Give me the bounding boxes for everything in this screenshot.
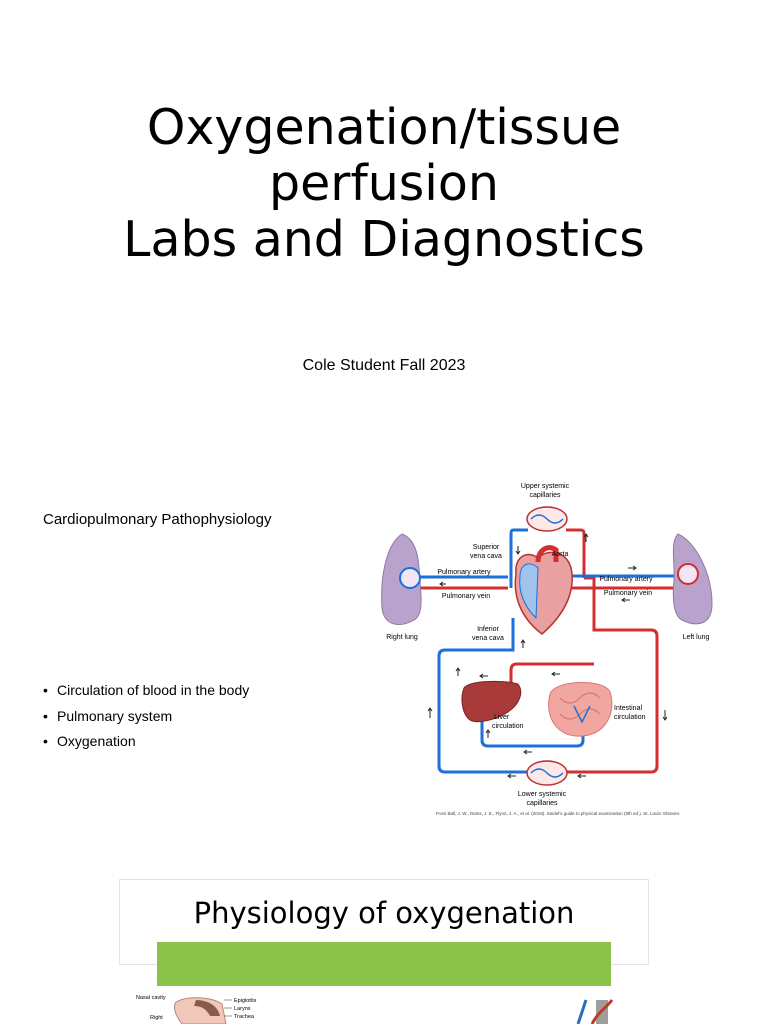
right-lung-label: Right lung	[386, 634, 418, 641]
airway-anatomy-image: Nasal cavity Right Epiglottis Larynx Tra…	[136, 995, 257, 1024]
slide-title: Physiology of oxygenation	[193, 896, 575, 930]
list-item: • Oxygenation	[43, 733, 249, 759]
superior-vena-cava-label: vena cava	[470, 553, 502, 560]
circulation-slide: Cardiopulmonary Pathophysiology • Circula…	[0, 460, 768, 860]
head-shape	[173, 997, 227, 1024]
hepatic-artery-vessel	[509, 662, 594, 684]
title-line-2: perfusion	[269, 155, 499, 212]
slide-heading: Cardiopulmonary Pathophysiology	[43, 511, 272, 528]
bullet-text: Oxygenation	[57, 733, 136, 749]
title-line-1: Oxygenation/tissue	[146, 99, 622, 156]
intestine-vessels	[573, 705, 591, 724]
upper-venous-vessel	[509, 528, 528, 588]
title-line-3: Labs and Diagnostics	[123, 211, 645, 268]
flow-arrows	[427, 533, 668, 779]
circulation-diagram: Upper systemic capillaries Superior vena…	[381, 483, 713, 816]
superior-vena-cava-label: Superior	[473, 544, 500, 551]
bullet-text: Pulmonary system	[57, 707, 173, 724]
right-label: Right	[150, 1015, 163, 1021]
inferior-vena-cava-label: Inferior	[477, 626, 499, 633]
author-subtitle: Cole Student Fall 2023	[302, 357, 466, 374]
pulmonary-vein-label: Pulmonary vein	[604, 590, 652, 597]
aortic-arch	[535, 545, 559, 563]
accent-bar	[157, 942, 611, 986]
upper-capillary-mesh	[530, 514, 564, 524]
nasal-cavity-label: Nasal cavity	[136, 995, 166, 1001]
physiology-slide: Physiology of oxygenation Nasal cavity R…	[0, 860, 768, 1024]
pulmonary-artery-label: Pulmonary artery	[599, 576, 653, 583]
aorta-label: Aorta	[552, 551, 569, 558]
bullet-icon: •	[43, 682, 48, 698]
lower-arterial-vessel	[566, 576, 659, 774]
upper-capillaries-label: Upper systemic	[521, 483, 570, 490]
trachea-label: Trachea	[234, 1014, 255, 1020]
pulmonary-artery-label: Pulmonary artery	[437, 569, 491, 576]
right-lung-capillary	[399, 567, 421, 589]
diagram-citation: From Ball, J. W., Dains, J. E., Flynn, J…	[436, 811, 680, 816]
upper-capillaries-label: capillaries	[529, 492, 561, 499]
lower-capillaries-label: capillaries	[526, 800, 558, 807]
lower-capillaries-label: Lower systemic	[518, 791, 567, 798]
liver	[461, 680, 522, 723]
intestinal-circulation-label: Intestinal	[614, 705, 642, 712]
bullet-icon: •	[43, 733, 48, 749]
title-slide: Oxygenation/tissue perfusion Labs and Di…	[0, 0, 768, 460]
lower-capillary-mesh	[530, 768, 564, 778]
epiglottis-label: Epiglottis	[234, 998, 257, 1004]
pulmonary-vein-label: Pulmonary vein	[442, 593, 490, 600]
bullet-icon: •	[43, 707, 48, 724]
liver-circulation-label: Liver	[494, 714, 510, 721]
heart-right-side	[519, 563, 539, 620]
bronchi-image	[576, 999, 614, 1024]
upper-arterial-vessel	[566, 528, 586, 578]
intestine	[548, 681, 613, 737]
intestinal-circulation-label: circulation	[614, 714, 646, 721]
list-item: • Circulation of blood in the body	[43, 682, 249, 708]
larynx-label: Larynx	[234, 1006, 251, 1012]
left-lung-label: Left lung	[683, 634, 710, 641]
list-item: • Pulmonary system	[43, 708, 249, 734]
left-lung-capillary	[677, 563, 699, 585]
inferior-vena-cava-label: vena cava	[472, 635, 504, 642]
intestine-folds	[559, 692, 601, 720]
portal-vein-vessel	[480, 718, 585, 748]
airway-shape	[194, 1000, 220, 1016]
bullet-list: • Circulation of blood in the body • Pulmo…	[43, 682, 249, 759]
bullet-text: Circulation of blood in the body	[57, 682, 250, 698]
lower-venous-vessel	[437, 618, 528, 774]
liver-circulation-label: circulation	[492, 723, 524, 730]
